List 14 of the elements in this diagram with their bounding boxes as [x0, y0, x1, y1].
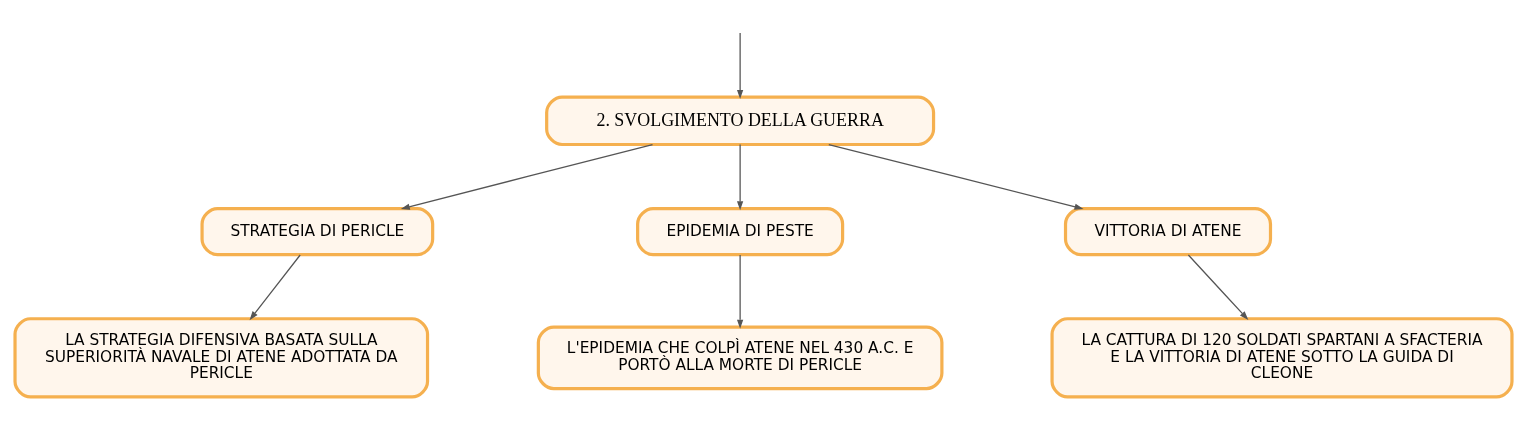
node-box: 2. SVOLGIMENTO DELLA GUERRA [545, 95, 936, 147]
node-box: LA CATTURA DI 120 SOLDATI SPARTANI A SFACTERIA E LA VITTORIA DI ATENE SOTTO LA GUIDA DI CLEONE [1050, 317, 1514, 399]
node-box: VITTORIA DI ATENE [1063, 206, 1273, 257]
arrow [400, 143, 654, 210]
arrow [736, 143, 744, 211]
arrow [1187, 254, 1249, 321]
arrow [249, 254, 301, 321]
arrow [828, 143, 1084, 210]
node-box: EPIDEMIA DI PESTE [636, 206, 845, 257]
node-box: STRATEGIA DI PERICLE [200, 206, 435, 257]
arrow [736, 254, 744, 329]
node-box: LA STRATEGIA DIFENSIVA BASATA SULLA SUPERIORITÀ NAVALE DI ATENE ADOTTATA DA PERICLE [13, 317, 430, 399]
node-box: L'EPIDEMIA CHE COLPÌ ATENE NEL 430 A.C. E PORTÒ ALLA MORTE DI PERICLE [536, 325, 944, 391]
arrow [736, 32, 744, 99]
